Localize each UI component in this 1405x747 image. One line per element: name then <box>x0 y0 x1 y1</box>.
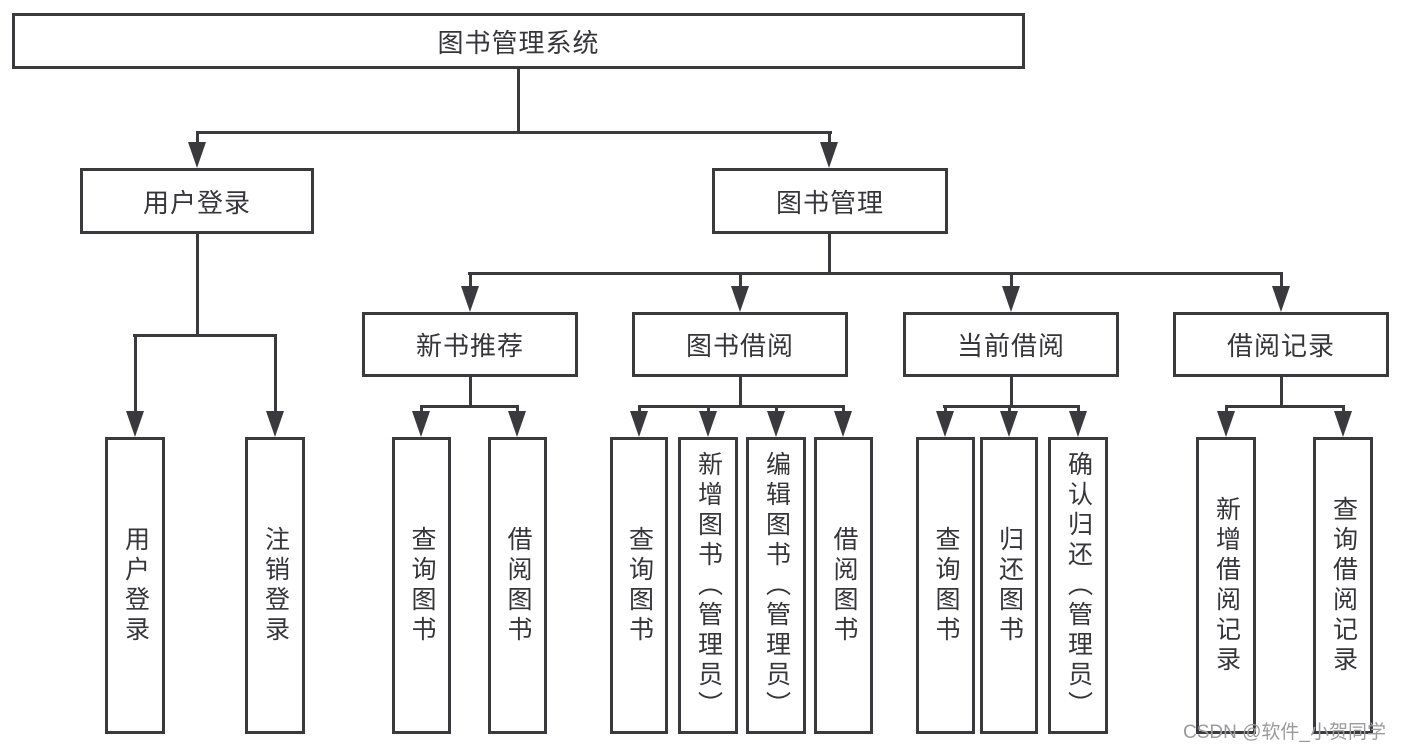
connector-leaf13-drop <box>1342 405 1345 415</box>
leaf-query-books-1: 查询图书 <box>392 437 451 734</box>
arrowhead-leaf1 <box>126 411 144 437</box>
leaf-query-books-1-label: 查询图书 <box>408 525 436 646</box>
connector-leaf8-drop <box>842 405 845 415</box>
leaf-borrow-books-2: 借阅图书 <box>814 437 873 734</box>
connector-book-mgmt-stem <box>828 234 831 274</box>
arrowhead-leaf8 <box>834 411 852 437</box>
leaf-query-books-3-label: 查询图书 <box>932 525 960 646</box>
node-user-login-label: 用户登录 <box>142 187 251 218</box>
node-book-borrowing: 图书借阅 <box>632 312 848 377</box>
connector-user-login-drop <box>196 131 199 147</box>
connector-leaf3-drop <box>420 405 423 415</box>
node-book-management: 图书管理 <box>712 168 948 234</box>
connector-current-stem <box>1010 377 1013 407</box>
connector-leaf5-drop <box>638 405 641 415</box>
leaf-borrow-books-2-label: 借阅图书 <box>830 525 858 646</box>
connector-current-drop <box>1010 272 1013 288</box>
connector-leaf4-drop <box>516 405 519 415</box>
leaf-add-borrow-record-label: 新增借阅记录 <box>1212 495 1241 676</box>
node-root-label: 图书管理系统 <box>437 27 600 58</box>
leaf-logout-label: 注销登录 <box>261 525 290 646</box>
leaf-borrow-books-1-label: 借阅图书 <box>504 525 532 646</box>
connector-root-stem <box>517 68 520 134</box>
node-current-borrowing: 当前借阅 <box>903 312 1119 377</box>
connector-records-bus <box>1225 405 1344 408</box>
node-new-book-recommend: 新书推荐 <box>362 312 578 377</box>
connector-leaf6-drop <box>707 405 710 415</box>
connector-leaf7-drop <box>775 405 778 415</box>
connector-leaf2-drop <box>274 334 277 414</box>
connector-records-drop <box>1280 272 1283 288</box>
connector-records-stem <box>1280 377 1283 407</box>
leaf-query-books-3: 查询图书 <box>916 437 975 734</box>
leaf-add-books-admin: 新增图书（管理员） <box>678 437 738 734</box>
leaf-confirm-return-admin-label: 确认归还（管理员） <box>1064 450 1093 721</box>
connector-leaf9-drop <box>944 405 947 415</box>
connector-borrowing-stem <box>739 377 742 407</box>
connector-borrowing-bus <box>638 405 845 408</box>
arrowhead-leaf2 <box>266 411 284 437</box>
leaf-return-books: 归还图书 <box>980 437 1038 734</box>
arrowhead-leaf5 <box>630 411 648 437</box>
connector-leaf10-drop <box>1008 405 1011 415</box>
leaf-user-login-label: 用户登录 <box>121 525 150 646</box>
leaf-edit-books-admin: 编辑图书（管理员） <box>746 437 806 734</box>
connector-user-login-bus <box>133 334 277 337</box>
arrowhead-borrowing <box>731 286 749 312</box>
leaf-query-borrow-record: 查询借阅记录 <box>1313 437 1373 734</box>
connector-level2-bus <box>196 131 832 134</box>
connector-newbook-stem <box>469 377 472 407</box>
arrowhead-book-mgmt <box>820 142 838 168</box>
arrowhead-newbook <box>461 286 479 312</box>
leaf-query-borrow-record-label: 查询借阅记录 <box>1329 495 1358 676</box>
leaf-query-books-2-label: 查询图书 <box>625 525 654 646</box>
node-book-borrowing-label: 图书借阅 <box>685 331 794 361</box>
leaf-confirm-return-admin: 确认归还（管理员） <box>1048 437 1108 734</box>
connector-book-mgmt-drop <box>828 131 831 147</box>
connector-leaf12-drop <box>1225 405 1228 415</box>
leaf-add-books-admin-label: 新增图书（管理员） <box>694 450 723 721</box>
arrowhead-current <box>1002 286 1020 312</box>
connector-current-bus <box>943 405 1079 408</box>
connector-leaf1-drop <box>134 334 137 414</box>
leaf-query-books-2: 查询图书 <box>610 437 668 734</box>
connector-user-login-stem <box>196 234 199 336</box>
node-new-book-recommend-label: 新书推荐 <box>415 331 524 361</box>
node-current-borrowing-label: 当前借阅 <box>956 331 1065 361</box>
node-book-management-label: 图书管理 <box>775 187 884 218</box>
leaf-user-login: 用户登录 <box>105 437 165 734</box>
leaf-return-books-label: 归还图书 <box>995 525 1024 646</box>
connector-newbook-drop <box>469 272 472 288</box>
connector-newbook-bus <box>420 405 519 408</box>
node-borrowing-records-label: 借阅记录 <box>1226 331 1335 361</box>
leaf-borrow-books-1: 借阅图书 <box>488 437 547 734</box>
arrowhead-leaf13 <box>1334 411 1352 437</box>
node-borrowing-records: 借阅记录 <box>1173 312 1389 377</box>
arrowhead-leaf11 <box>1069 411 1087 437</box>
leaf-edit-books-admin-label: 编辑图书（管理员） <box>762 450 791 721</box>
node-root: 图书管理系统 <box>12 13 1025 69</box>
connector-borrowing-drop <box>739 272 742 288</box>
connector-leaf11-drop <box>1077 405 1080 415</box>
leaf-add-borrow-record: 新增借阅记录 <box>1196 437 1256 734</box>
arrowhead-leaf7 <box>767 411 785 437</box>
node-user-login: 用户登录 <box>80 168 314 234</box>
connector-level3-bus <box>468 272 1283 275</box>
arrowhead-records <box>1272 286 1290 312</box>
arrowhead-leaf4 <box>508 411 526 437</box>
arrowhead-leaf10 <box>1000 411 1018 437</box>
arrowhead-leaf12 <box>1217 411 1235 437</box>
arrowhead-user-login <box>188 142 206 168</box>
leaf-logout: 注销登录 <box>245 437 305 734</box>
arrowhead-leaf9 <box>936 411 954 437</box>
csdn-watermark: CSDN @软件_小贺同学 <box>1183 722 1386 743</box>
arrowhead-leaf6 <box>699 411 717 437</box>
arrowhead-leaf3 <box>412 411 430 437</box>
